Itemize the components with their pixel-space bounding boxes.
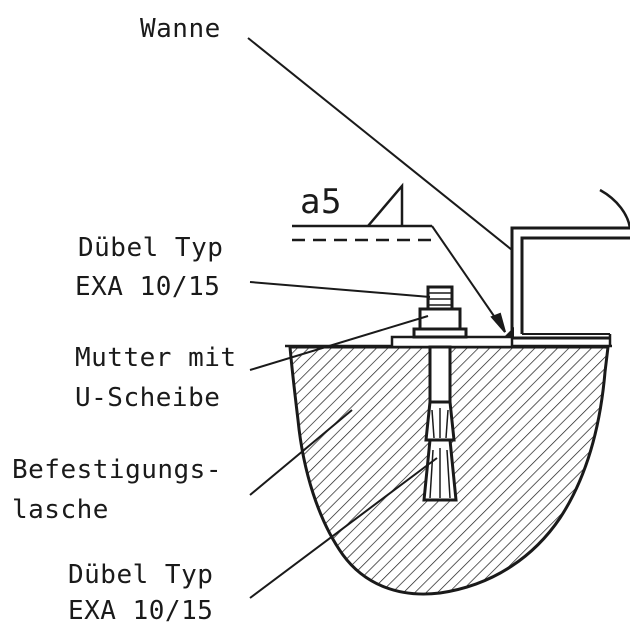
label-duebel-top-1: Dübel Typ xyxy=(78,233,224,263)
label-lasche-1: Befestigungs- xyxy=(12,455,222,485)
label-lasche-2: lasche xyxy=(12,495,109,525)
label-duebel-bottom-2: EXA 10/15 xyxy=(68,596,214,626)
tub-wall xyxy=(510,188,630,347)
label-wanne: Wanne xyxy=(140,14,221,44)
label-duebel-bottom-1: Dübel Typ xyxy=(68,560,214,590)
leader-lines xyxy=(247,37,513,599)
anchor-bolt xyxy=(412,285,468,502)
label-duebel-top-2: EXA 10/15 xyxy=(75,272,221,302)
label-weld-size: a5 xyxy=(300,182,342,222)
label-mutter-1: Mutter mit xyxy=(75,343,237,373)
weld-symbol xyxy=(292,182,432,242)
label-mutter-2: U-Scheibe xyxy=(75,383,221,413)
